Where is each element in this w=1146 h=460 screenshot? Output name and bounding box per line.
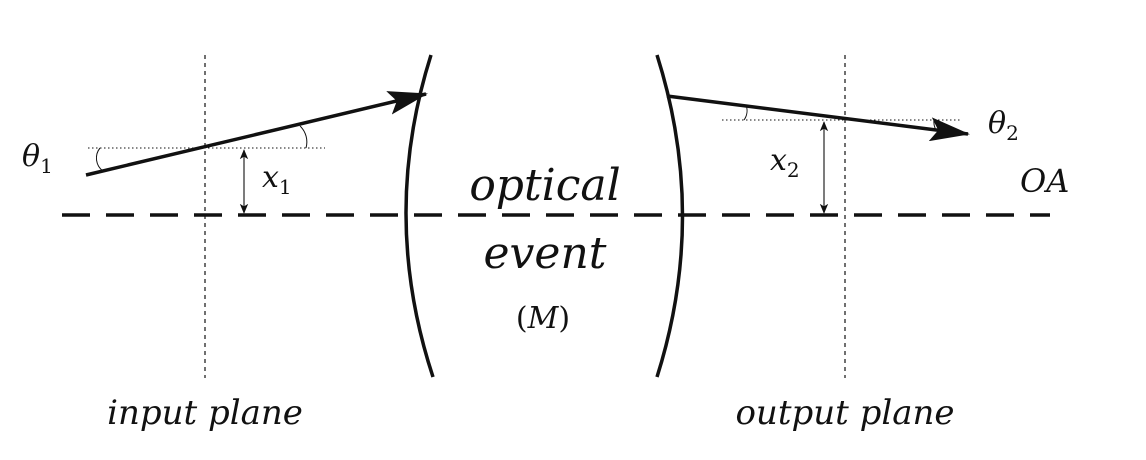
left-lens-surface bbox=[404, 54, 435, 378]
theta2-arc-left bbox=[743, 104, 748, 121]
input-plane-label: input plane bbox=[107, 393, 303, 433]
output-plane-label: output plane bbox=[735, 393, 954, 433]
optical-event-line2: event bbox=[484, 228, 607, 279]
theta1-label: θ1 bbox=[22, 139, 53, 178]
optical-axis-label: OA bbox=[1020, 162, 1069, 200]
output-ray bbox=[666, 94, 970, 142]
theta2-label: θ2 bbox=[988, 106, 1019, 145]
x1-label: x1 bbox=[262, 160, 292, 199]
matrix-label: (M) bbox=[516, 301, 570, 336]
input-ray bbox=[85, 91, 428, 177]
right-lens-surface bbox=[655, 54, 685, 378]
theta2-arc-right bbox=[933, 119, 937, 131]
x2-label: x2 bbox=[770, 143, 800, 182]
optical-event-line1: optical bbox=[469, 160, 620, 211]
theta1-far-arc bbox=[299, 125, 308, 149]
theta1-arc bbox=[95, 147, 104, 172]
